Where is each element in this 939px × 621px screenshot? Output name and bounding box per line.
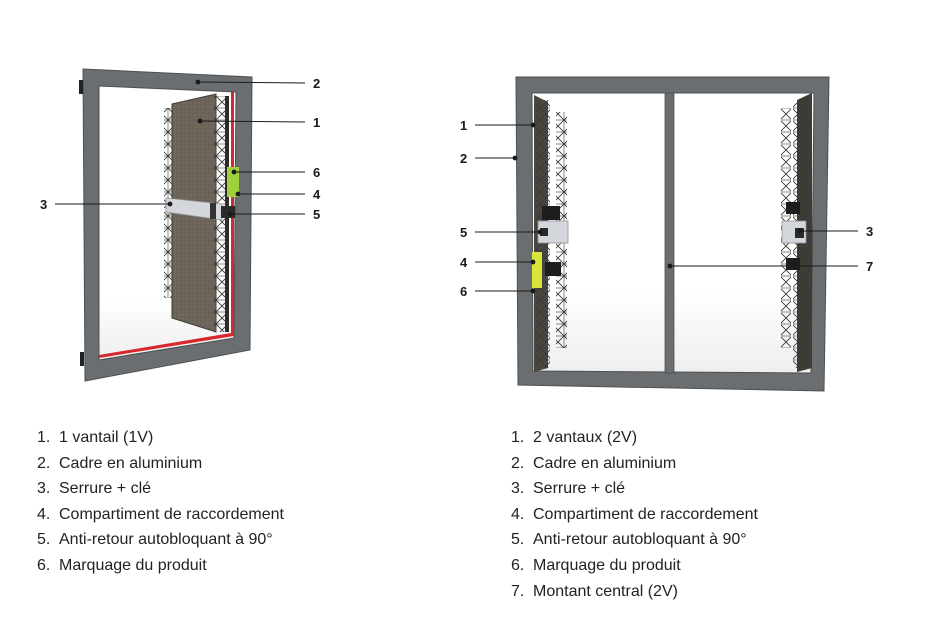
callout-left-3: 3 xyxy=(40,197,47,212)
legend-single-leaf: 1.1 vantail (1V) 2.Cadre en aluminium 3.… xyxy=(37,425,284,579)
callout-left-4: 4 xyxy=(313,187,321,202)
product-diagram: 2 1 6 4 5 3 1 xyxy=(40,68,873,392)
callout-right-4: 4 xyxy=(460,255,468,270)
callout-left-2: 2 xyxy=(313,76,320,91)
legend-item: 2.Cadre en aluminium xyxy=(511,454,677,472)
legend-item: 7.Montant central (2V) xyxy=(511,582,678,600)
anti-return-latch xyxy=(221,206,235,218)
aluminium-frame xyxy=(82,68,253,382)
legend-item: 1.1 vantail (1V) xyxy=(37,429,154,446)
legend-double-leaf: 1.2 vantaux (2V) 2.Cadre en aluminium 3.… xyxy=(511,425,758,604)
callout-right-1: 1 xyxy=(460,118,467,133)
double-leaf-door: 1 2 5 4 6 3 7 xyxy=(460,76,873,392)
legend-item: 3.Serrure + clé xyxy=(511,480,626,498)
callout-right-6: 6 xyxy=(460,284,467,299)
legend-item: 1.2 vantaux (2V) xyxy=(511,429,638,446)
callout-left-5: 5 xyxy=(313,207,320,222)
callout-left-6: 6 xyxy=(313,165,320,180)
legend-item: 5.Anti-retour autobloquant à 90° xyxy=(37,531,273,549)
legend-item: 6.Marquage du produit xyxy=(37,556,207,574)
legend-item: 6.Marquage du produit xyxy=(511,556,681,574)
central-post xyxy=(664,92,675,374)
legend-item: 5.Anti-retour autobloquant à 90° xyxy=(511,531,747,549)
legend-item: 2.Cadre en aluminium xyxy=(37,454,203,472)
callout-right-5: 5 xyxy=(460,225,467,240)
callout-right-3: 3 xyxy=(866,224,873,239)
product-marking-label xyxy=(532,252,542,288)
product-marking-label xyxy=(227,167,239,197)
legend-item: 3.Serrure + clé xyxy=(37,480,152,498)
legend-item: 4.Compartiment de raccordement xyxy=(37,505,284,523)
single-leaf-door: 2 1 6 4 5 3 xyxy=(40,68,321,382)
callout-right-2: 2 xyxy=(460,151,467,166)
lock-bar xyxy=(165,197,223,221)
callout-left-1: 1 xyxy=(313,115,320,130)
legend-item: 4.Compartiment de raccordement xyxy=(511,505,758,523)
callout-right-7: 7 xyxy=(866,259,873,274)
